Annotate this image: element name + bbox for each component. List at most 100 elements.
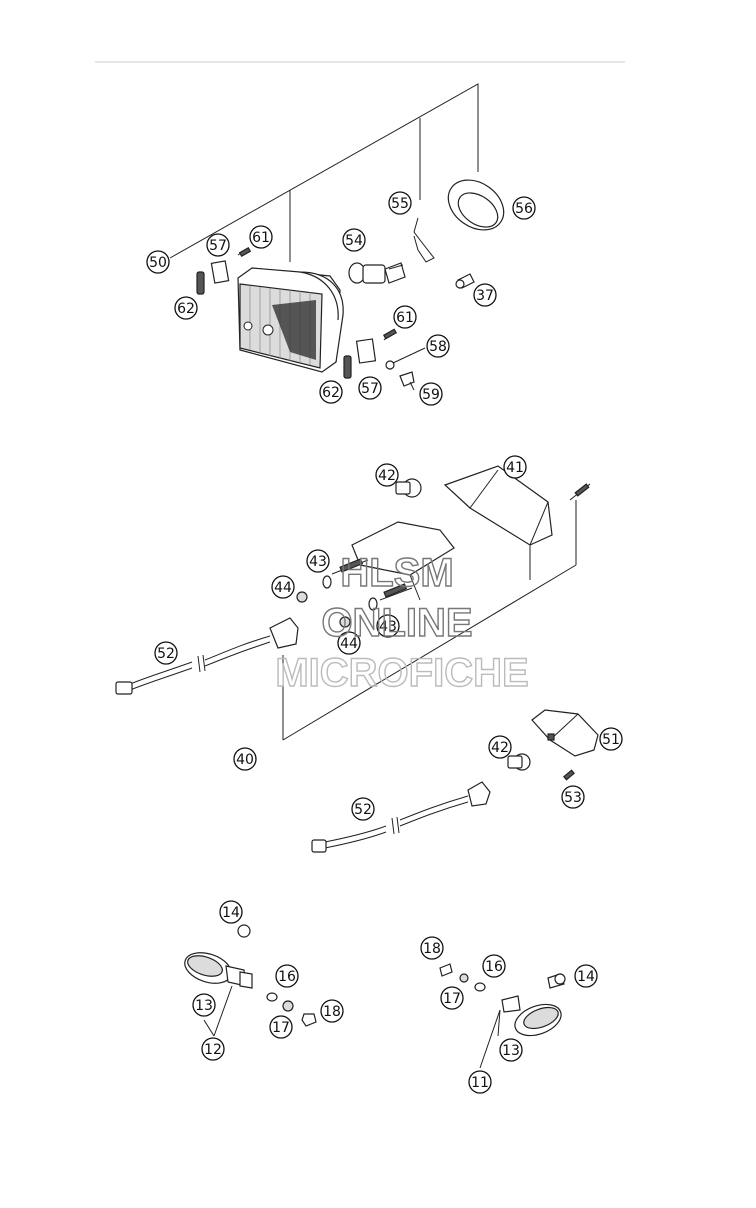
callout-51: 51 [599,727,623,751]
callout-58: 58 [426,334,450,358]
callout-41: 41 [503,455,527,479]
callout-circle [561,785,585,809]
callout-circle [320,999,344,1023]
callout-label: 62 [322,385,340,401]
callout-circle [393,305,417,329]
callout-label: 59 [422,387,440,403]
callout-14: 14 [219,900,243,924]
callout-59: 59 [419,382,443,406]
callout-label: 50 [149,255,167,271]
callout-label: 44 [340,636,358,652]
callout-circle [376,614,400,638]
callout-label: 13 [195,998,213,1014]
callout-circle [419,382,443,406]
callout-label: 13 [502,1043,520,1059]
callout-label: 51 [602,732,620,748]
callout-label: 41 [506,460,524,476]
callout-40: 40 [233,747,257,771]
callout-circle [358,376,382,400]
callout-label: 42 [491,740,509,756]
callout-circle [201,1037,225,1061]
callout-label: 44 [274,580,292,596]
callout-circle [249,225,273,249]
callout-37: 37 [473,283,497,307]
callout-label: 16 [278,969,296,985]
turn-signal-left [184,924,317,1037]
callout-label: 56 [515,201,533,217]
callout-circle [351,797,375,821]
callout-circle [206,233,230,257]
callout-circle [342,228,366,252]
callout-label: 52 [354,802,372,818]
callout-16: 16 [482,954,506,978]
callout-42: 42 [488,735,512,759]
callout-circle [388,191,412,215]
callout-label: 37 [476,288,494,304]
callout-43: 43 [306,549,330,573]
callout-circle [426,334,450,358]
callout-18: 18 [320,999,344,1023]
headlight-assembly [169,83,505,391]
callout-62: 62 [174,296,198,320]
callout-54: 54 [342,228,366,252]
callout-43: 43 [376,614,400,638]
callout-12: 12 [201,1037,225,1061]
callout-circle [574,964,598,988]
callout-18: 18 [420,936,444,960]
callout-circle [319,380,343,404]
callout-44: 44 [271,575,295,599]
callout-55: 55 [388,191,412,215]
callout-17: 17 [440,986,464,1010]
callout-circle [499,1038,523,1062]
callout-52: 52 [154,641,178,665]
callout-circle [503,455,527,479]
callout-17: 17 [269,1015,293,1039]
callout-circle [488,735,512,759]
callout-50: 50 [146,250,170,274]
callout-11: 11 [468,1070,492,1094]
callout-label: 57 [209,238,227,254]
callout-44: 44 [337,631,361,655]
callout-circle [269,1015,293,1039]
callout-circle [271,575,295,599]
watermark-line1: HLSM [340,551,453,595]
callout-56: 56 [512,196,536,220]
callout-circle [192,993,216,1017]
callout-label: 55 [391,196,409,212]
callout-label: 16 [485,959,503,975]
callout-circle [473,283,497,307]
callout-circle [154,641,178,665]
callout-14: 14 [574,964,598,988]
callout-16: 16 [275,964,299,988]
callout-label: 61 [252,230,270,246]
callout-circle [146,250,170,274]
callout-13: 13 [499,1038,523,1062]
callout-circle [337,631,361,655]
callout-label: 42 [378,468,396,484]
callout-label: 18 [323,1004,341,1020]
callout-label: 11 [471,1075,489,1091]
callout-circle [275,964,299,988]
watermark: HLSM ONLINE MICROFICHE [275,550,530,695]
callout-label: 18 [423,941,441,957]
callout-label: 14 [577,969,595,985]
callout-circle [306,549,330,573]
callout-label: 62 [177,301,195,317]
callout-circle [219,900,243,924]
callout-label: 14 [222,905,240,921]
callout-label: 12 [204,1042,222,1058]
callout-label: 17 [443,991,461,1007]
turn-signal-right [439,963,566,1069]
callout-52: 52 [351,797,375,821]
callout-circle [482,954,506,978]
license-light-assembly [311,709,599,853]
callout-circle [468,1070,492,1094]
callout-circle [440,986,464,1010]
callout-62: 62 [319,380,343,404]
callout-61: 61 [393,305,417,329]
callout-label: 58 [429,339,447,355]
callout-61: 61 [249,225,273,249]
callout-label: 43 [379,619,397,635]
